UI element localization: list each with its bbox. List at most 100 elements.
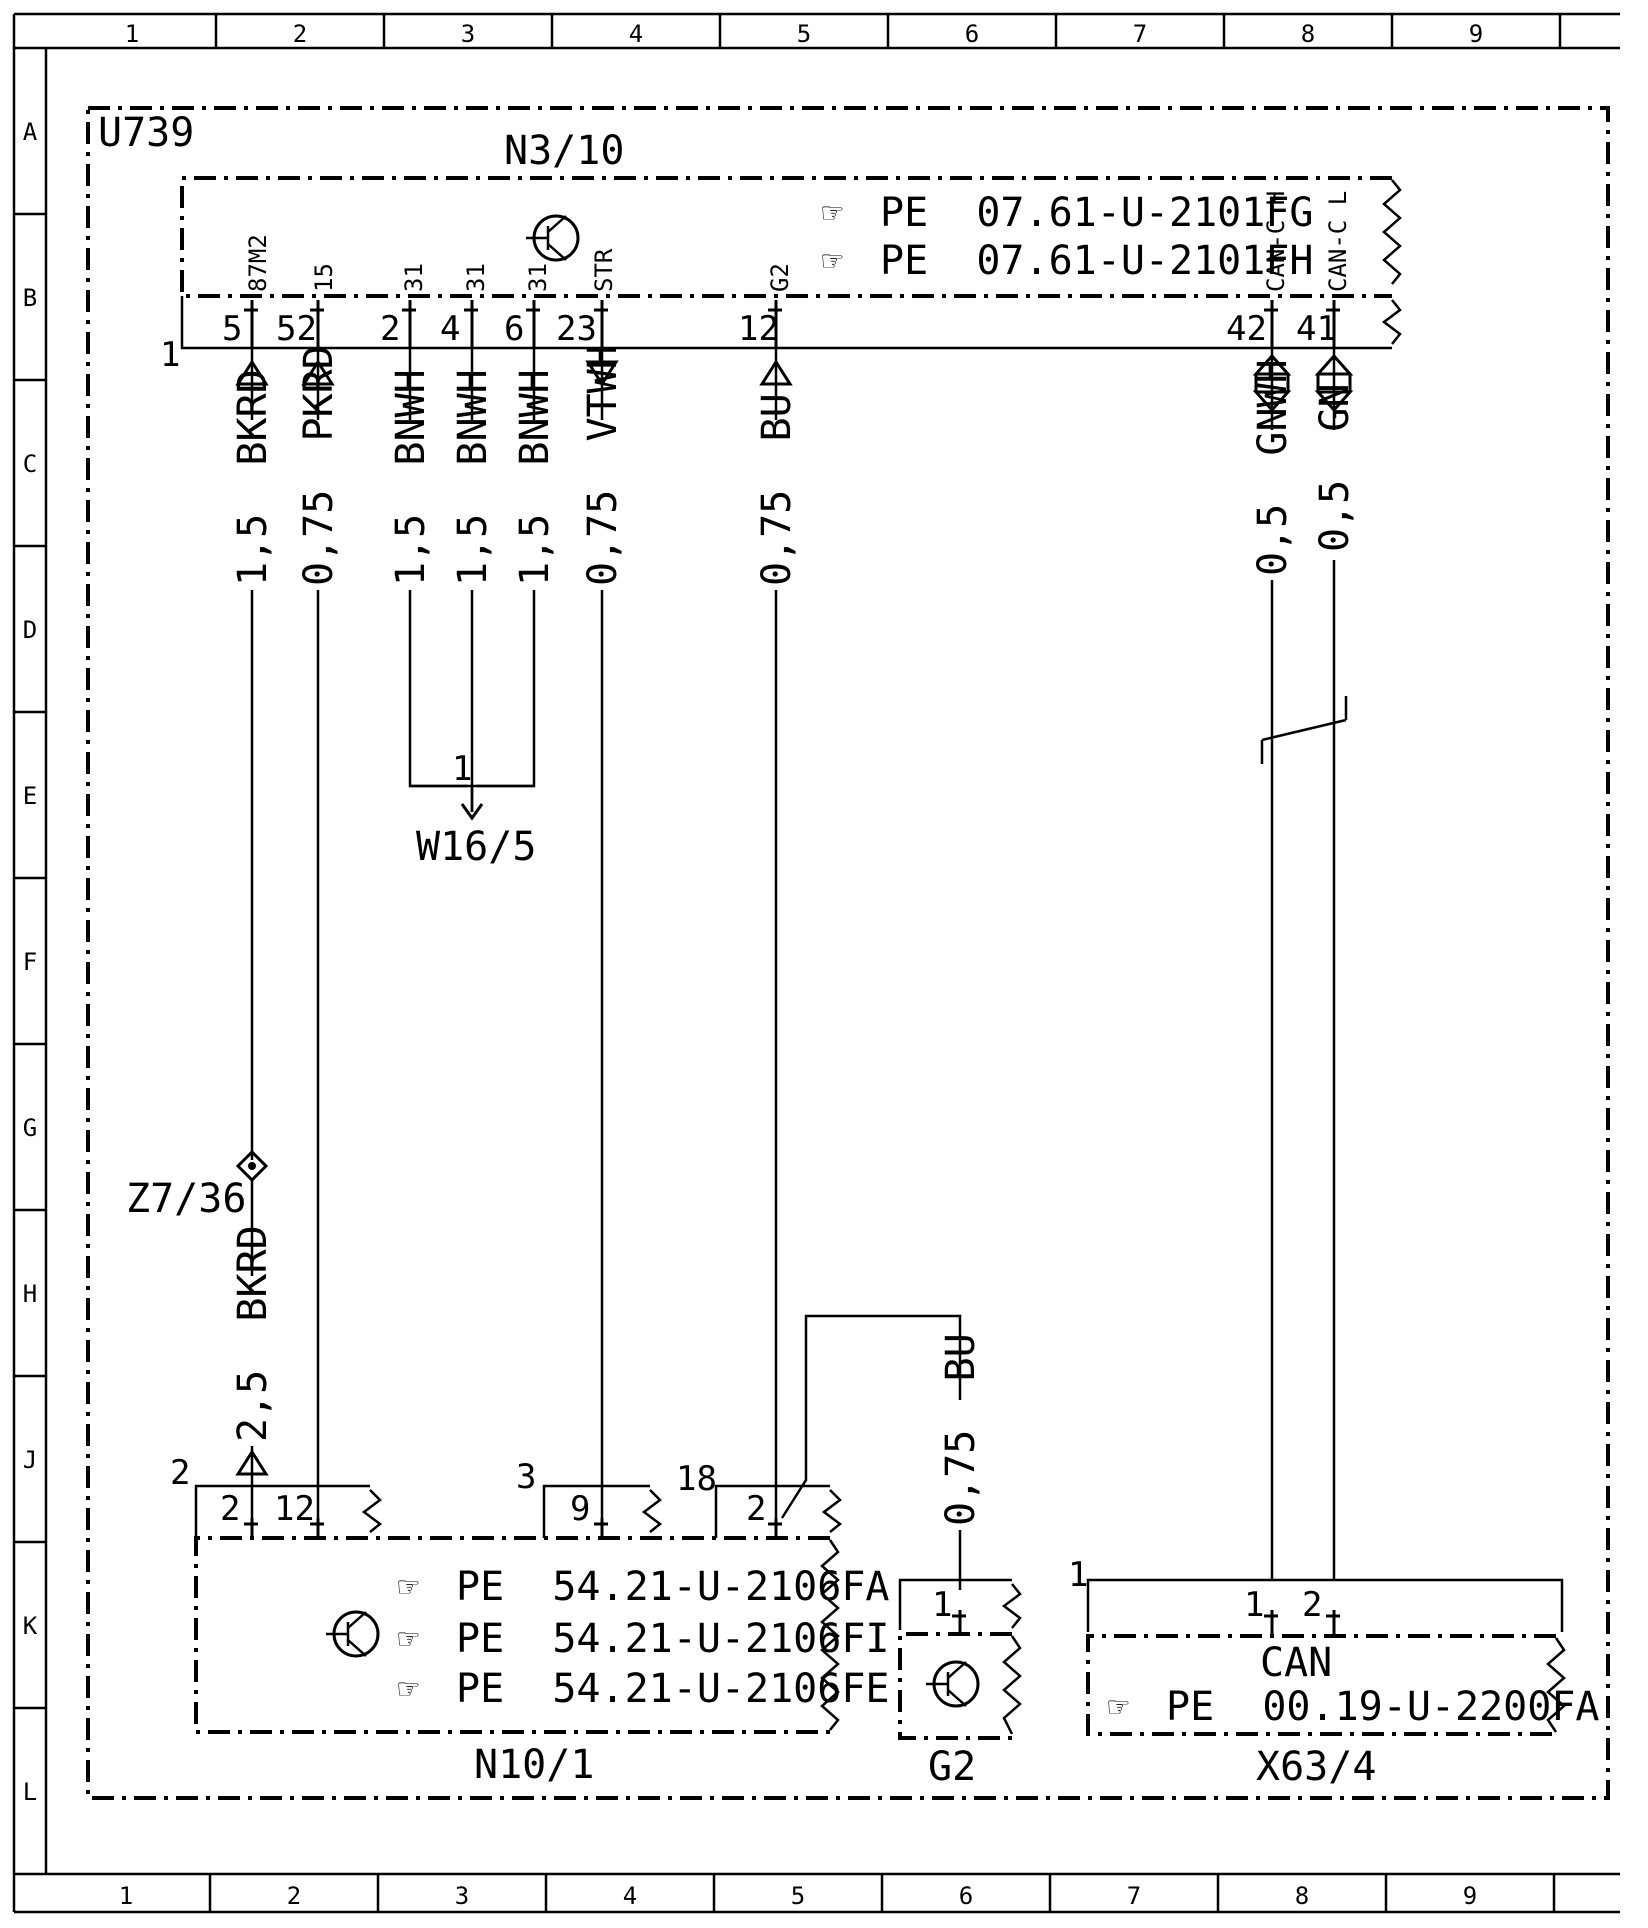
col-label-bottom-3: 3 [455, 1882, 469, 1910]
g2-component: 1 G2 [898, 1578, 1022, 1790]
hand-icon: ☞ [398, 1669, 419, 1709]
wire-vtwh-0-75: 0,75 VTWH [580, 345, 626, 1524]
col-label-1: 1 [125, 20, 139, 48]
col-label-9: 9 [1469, 20, 1483, 48]
wire-label: 0,75 BU [754, 393, 800, 586]
n10-1-connector-3: 3 [516, 1457, 536, 1497]
wire-bu-0-75-g2: 0,75 BU [780, 1314, 984, 1590]
n3-10-connector-number: 1 [160, 335, 180, 375]
n10-1-pin-9: 9 [570, 1489, 590, 1529]
pin-number-4: 4 [440, 309, 460, 349]
n3-10-ref-1: PE 07.61-U-2101FG [880, 190, 1313, 236]
pin-label-31-c: 31 [524, 263, 552, 292]
z7-36-label: Z7/36 [126, 1176, 246, 1222]
col-label-2: 2 [293, 20, 307, 48]
x63-4-connector-number: 1 [1068, 1555, 1088, 1595]
twisted-pair-marker [1260, 696, 1348, 764]
row-label-g: G [23, 1114, 37, 1142]
col-label-5: 5 [797, 20, 811, 48]
n10-1-pin-12: 12 [274, 1489, 315, 1529]
row-label-a: A [23, 118, 38, 146]
pin-label-31-a: 31 [400, 263, 428, 292]
hand-icon: ☞ [398, 1619, 419, 1659]
pin-number-6: 6 [504, 309, 524, 349]
w16-5-label: W16/5 [416, 824, 536, 870]
row-label-j: J [23, 1446, 37, 1474]
wire-label: 2,5 BKRD [230, 1225, 276, 1442]
wire-bkrd-1-5: 1,5 BKRD [230, 348, 276, 1160]
col-label-bottom-5: 5 [791, 1882, 805, 1910]
pin-number-12: 12 [738, 309, 779, 349]
n10-1-ref-1: PE 54.21-U-2106FA [456, 1564, 889, 1610]
wire-label: 0,5 GN [1312, 383, 1358, 552]
wire-label: 0,5 GNWH [1250, 359, 1296, 576]
u739-boundary [86, 106, 1610, 1800]
col-label-7: 7 [1133, 20, 1147, 48]
row-label-b: B [23, 284, 37, 312]
wire-gnwh-0-5: 0,5 GNWH [1250, 348, 1296, 1580]
n10-1-pin-2: 2 [220, 1489, 240, 1529]
col-label-bottom-7: 7 [1127, 1882, 1141, 1910]
col-label-bottom-8: 8 [1295, 1882, 1309, 1910]
pin-label-can-c-h: CAN-C H [1262, 191, 1290, 292]
pin-number-23: 23 [556, 309, 597, 349]
n3-10-component: N3/10 ☞ PE 07.61-U-2101FG ☞ PE 07.61-U-2… [160, 128, 1402, 375]
row-label-k: K [23, 1612, 38, 1640]
col-label-bottom-9: 9 [1463, 1882, 1477, 1910]
col-label-4: 4 [629, 20, 643, 48]
wire-label: 1,5 BNWH [450, 369, 496, 586]
x63-4-title: CAN [1260, 1640, 1332, 1686]
x63-4-pin-1: 1 [1244, 1585, 1264, 1625]
g2-label: G2 [928, 1744, 976, 1790]
col-label-bottom-6: 6 [959, 1882, 973, 1910]
pin-label-15: 15 [310, 263, 338, 292]
z7-36-splice: Z7/36 2,5 BKRD [126, 1149, 276, 1524]
u739-label: U739 [98, 110, 194, 156]
w16-5-ground: 1 W16/5 [410, 749, 536, 870]
pin-label-31-b: 31 [462, 263, 490, 292]
x63-4-pin-2: 2 [1302, 1585, 1322, 1625]
n10-1-connector-18: 18 [676, 1459, 717, 1499]
hand-icon: ☞ [822, 193, 843, 233]
n10-1-ref-3: PE 54.21-U-2106FE [456, 1666, 889, 1712]
wire-bu-0-75: 0,75 BU [754, 348, 800, 1524]
n10-1-pin-2b: 2 [746, 1489, 766, 1529]
g2-pin: 1 [932, 1585, 952, 1625]
row-label-d: D [23, 616, 37, 644]
col-label-bottom-2: 2 [287, 1882, 301, 1910]
n3-10-ref-2: PE 07.61-U-2101FH [880, 238, 1313, 284]
wire-label: 0,75 BU [938, 1333, 984, 1526]
n3-10-label: N3/10 [504, 128, 624, 174]
pin-label-can-c-l: CAN-C L [1324, 191, 1352, 292]
pin-label-87m2: 87M2 [244, 234, 272, 292]
wire-label: 0,75 VTWH [580, 345, 626, 586]
wire-label: 1,5 BNWH [388, 369, 434, 586]
col-label-bottom-4: 4 [623, 1882, 637, 1910]
wire-label: 1,5 BKRD [230, 369, 276, 586]
x63-4-label: X63/4 [1256, 1744, 1376, 1790]
col-label-3: 3 [461, 20, 475, 48]
pin-label-str: STR [590, 248, 618, 292]
row-label-c: C [23, 450, 37, 478]
n10-1-component: 2 2 12 3 9 18 2 ☞ PE 54.21-U-2106FA ☞ PE… [170, 1453, 889, 1788]
pin-number-5: 5 [222, 309, 242, 349]
pin-number-2: 2 [380, 309, 400, 349]
n10-1-ref-2: PE 54.21-U-2106FI [456, 1616, 889, 1662]
hand-icon: ☞ [398, 1567, 419, 1607]
grid-frame: 1 2 3 4 5 6 7 8 9 1 2 3 4 5 6 7 8 9 A B … [12, 12, 1620, 1914]
wire-label: 0,75 PKRD [296, 345, 342, 586]
col-label-bottom-1: 1 [119, 1882, 133, 1910]
hand-icon: ☞ [822, 241, 843, 281]
row-label-f: F [23, 948, 37, 976]
row-label-h: H [23, 1280, 37, 1308]
wire-bnwh-2: 1,5 BNWH [450, 348, 496, 812]
n10-1-connector-2: 2 [170, 1453, 190, 1493]
pin-label-g2: G2 [766, 263, 794, 292]
n10-1-label: N10/1 [474, 1742, 594, 1788]
row-label-l: L [23, 1778, 37, 1806]
wire-pkrd-0-75: 0,75 PKRD [296, 345, 342, 1524]
pin-number-42: 42 [1226, 309, 1267, 349]
w16-5-pin: 1 [452, 749, 472, 789]
pin-number-52: 52 [276, 309, 317, 349]
